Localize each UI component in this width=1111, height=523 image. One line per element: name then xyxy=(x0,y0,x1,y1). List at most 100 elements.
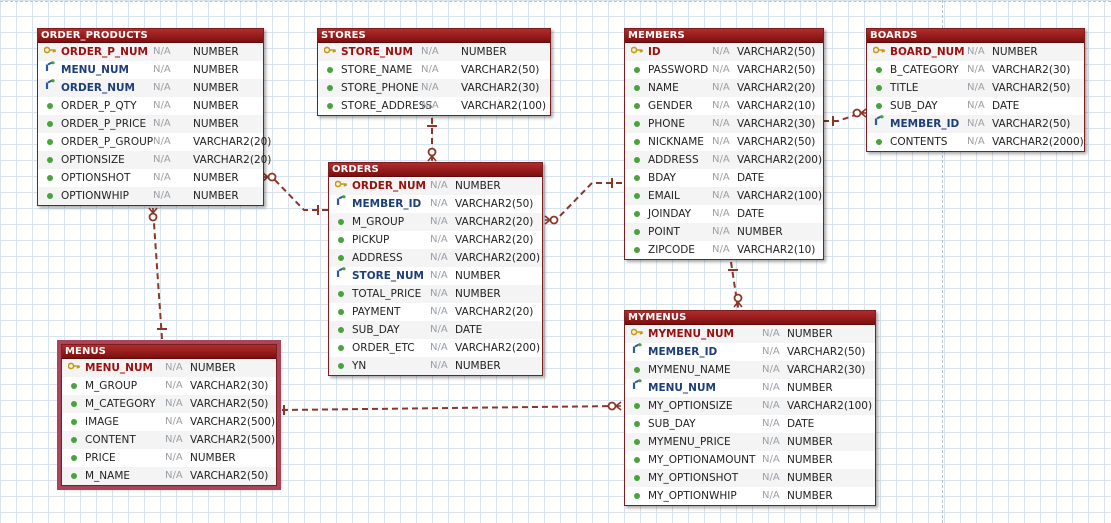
column-nullable: N/A xyxy=(712,82,730,93)
column-nullable: N/A xyxy=(430,270,448,281)
foreign-key-icon xyxy=(630,343,644,361)
column-nullable: N/A xyxy=(967,64,985,75)
column-type: VARCHAR2(20) xyxy=(193,154,272,166)
relationship-members-orders[interactable] xyxy=(544,178,622,225)
column-nullable: N/A xyxy=(165,380,183,391)
relationship-stores-orders[interactable] xyxy=(427,118,437,162)
relationship-orders-order-products[interactable] xyxy=(262,172,328,215)
column-name: OPTIONSIZE xyxy=(61,154,125,166)
column-dot-icon xyxy=(872,79,886,97)
column-name: MYMENU_NUM xyxy=(648,328,734,340)
column-name: MY_OPTIONSIZE xyxy=(648,400,733,412)
column-nullable: N/A xyxy=(153,118,171,129)
column-nullable: N/A xyxy=(421,82,439,93)
zero-or-many-marker xyxy=(549,215,559,225)
column-nullable: N/A xyxy=(762,364,780,375)
column-type: VARCHAR2(2000) xyxy=(992,136,1084,148)
column-type: NUMBER xyxy=(193,118,239,130)
column-dot-icon xyxy=(334,321,348,339)
column-type: NUMBER xyxy=(193,100,239,112)
column-type: NUMBER xyxy=(193,64,239,76)
column-type: VARCHAR2(50) xyxy=(737,46,816,58)
relationship-members-boards[interactable] xyxy=(823,108,867,126)
column-type: NUMBER xyxy=(193,190,239,202)
key-icon xyxy=(334,177,348,195)
relationship-menus-mymenus[interactable] xyxy=(281,401,622,415)
relationship-menus-order-products[interactable] xyxy=(148,207,167,340)
canvas-top-border xyxy=(0,1,1111,2)
column-name: ORDER_P_GROUP xyxy=(61,136,154,148)
column-nullable: N/A xyxy=(712,136,730,147)
foreign-key-icon xyxy=(630,379,644,397)
relationship-members-mymenus[interactable] xyxy=(728,261,743,309)
column-nullable: N/A xyxy=(421,64,439,75)
